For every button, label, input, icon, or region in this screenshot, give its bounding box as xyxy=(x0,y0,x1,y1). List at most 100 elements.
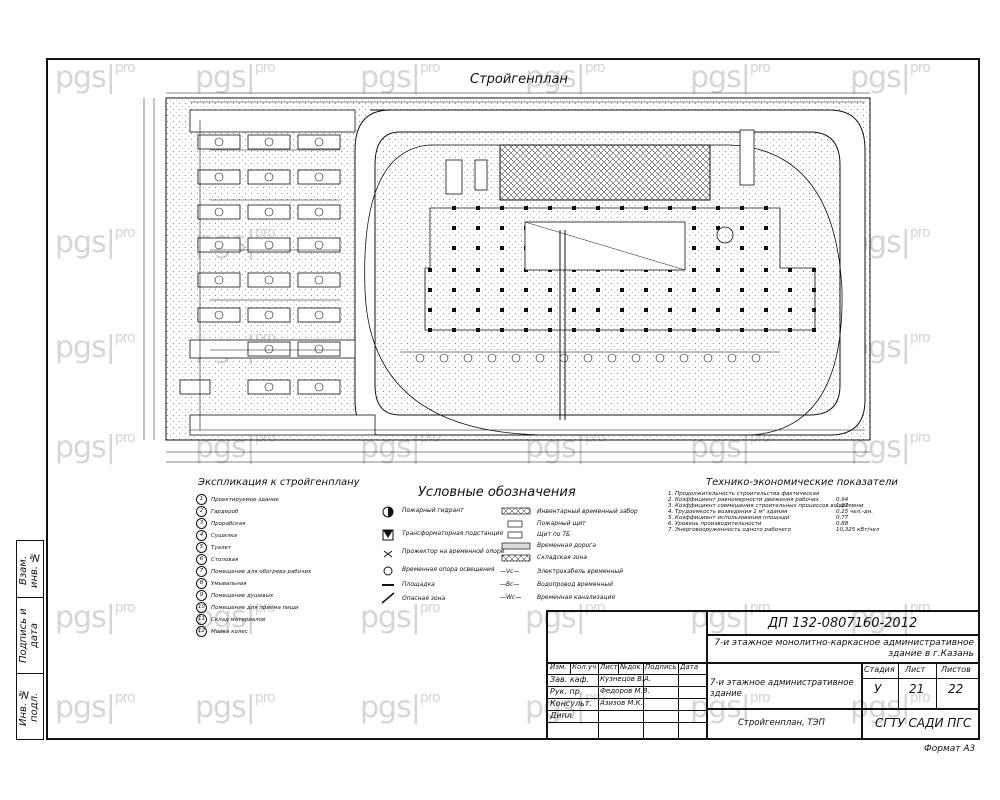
explication-text: Мойка колес xyxy=(211,629,248,635)
watermark: pgs|pro xyxy=(55,600,136,635)
legend-item: Инвентарный временный забор xyxy=(537,508,638,515)
watermark-main: pgs xyxy=(525,690,577,725)
tower-crane xyxy=(524,221,686,420)
watermark: pgs|pro xyxy=(690,600,771,635)
watermark-sep: | xyxy=(105,430,116,465)
explication-number: 3 xyxy=(196,518,207,529)
watermark-sep: | xyxy=(105,330,116,365)
explication-number: 4 xyxy=(196,530,207,541)
watermark-sub: pro xyxy=(584,600,606,616)
explication-number: 2 xyxy=(196,506,207,517)
watermark-sep: | xyxy=(410,690,421,725)
drawing-name: Стройгенплан, ТЭП xyxy=(738,718,825,728)
watermark-main: pgs xyxy=(850,60,902,95)
watermark-main: pgs xyxy=(850,690,902,725)
watermark: pgs|pro xyxy=(55,225,136,260)
stage-label: Стадия xyxy=(864,665,895,674)
col-list: Лист xyxy=(600,663,618,671)
legend-item: Пожарный гидрант xyxy=(402,507,464,514)
watermark: pgs|pro xyxy=(525,600,606,635)
watermark: pgs|pro xyxy=(360,60,441,95)
temporary-buildings xyxy=(179,134,341,395)
tep-item: 1. Продолжительность строительства факти… xyxy=(668,491,820,497)
watermark-main: pgs xyxy=(690,690,742,725)
role-0: Зав. каф. xyxy=(550,675,589,684)
role-1: Рук. пр. xyxy=(550,687,583,696)
explication-text: Помещение для обогрева рабочих xyxy=(211,569,312,575)
temporary-road xyxy=(189,109,866,436)
watermark: pgs|pro xyxy=(360,600,441,635)
watermark-main: pgs xyxy=(55,225,107,260)
watermark-sep: | xyxy=(410,600,421,635)
legend-item: Пожарный щит xyxy=(537,520,586,527)
watermark: pgs|pro xyxy=(55,690,136,725)
watermark-sep: | xyxy=(575,600,586,635)
watermark-sep: | xyxy=(740,690,751,725)
watermark-sep: | xyxy=(105,690,116,725)
watermark-sep: | xyxy=(900,690,911,725)
organization: СГТУ САДИ ПГС xyxy=(875,716,972,730)
legend-item: Площадка xyxy=(402,581,435,588)
explication-text: Склад материалов xyxy=(211,617,266,623)
watermark-sub: pro xyxy=(749,690,771,706)
sheet-format: Формат А3 xyxy=(924,744,976,754)
explication-number: 11 xyxy=(196,614,207,625)
watermark: pgs|pro xyxy=(690,60,771,95)
legend-item: Щит по ТБ xyxy=(537,531,571,538)
watermark-sub: pro xyxy=(114,430,136,446)
watermark-sub: pro xyxy=(114,690,136,706)
danger-zone xyxy=(364,144,843,436)
watermark-sub: pro xyxy=(254,60,276,76)
watermark-main: pgs xyxy=(850,600,902,635)
watermark-sub: pro xyxy=(419,600,441,616)
tep-item: 4. Трудоемкость возведения 1 м³ здания xyxy=(668,509,788,515)
watermark-sep: | xyxy=(900,600,911,635)
legend-item: Трансформаторная подстанция xyxy=(402,530,504,537)
utility-lines xyxy=(190,101,865,431)
watermark-sub: pro xyxy=(114,225,136,241)
explication-number: 7 xyxy=(196,566,207,577)
watermark-sub: pro xyxy=(909,330,931,346)
watermark-sep: | xyxy=(575,60,586,95)
watermark-main: pgs xyxy=(55,60,107,95)
doc-code: ДП 132-0807160-2012 xyxy=(768,616,918,631)
watermark: pgs|pro xyxy=(690,690,771,725)
tep-item: 2. Коэффициент равномерности движения ра… xyxy=(668,497,819,503)
watermark-sep: | xyxy=(245,600,256,635)
explication-text: Умывальная xyxy=(211,581,247,587)
watermark: pgs|pro xyxy=(195,60,276,95)
watermark-sep: | xyxy=(740,600,751,635)
explication-text: Прорабская xyxy=(211,521,246,527)
legend-item: Прожектор на временной опоре xyxy=(402,548,505,555)
sheets-value: 22 xyxy=(948,682,964,696)
sheet-label: Лист xyxy=(905,665,926,674)
person-1: Федоров М.В. xyxy=(600,687,650,695)
watermark-sep: | xyxy=(245,690,256,725)
person-0: Кузнецов В.А. xyxy=(600,675,652,683)
watermark-sub: pro xyxy=(909,430,931,446)
project-name: 7-и этажное монолитно-каркасное админист… xyxy=(714,638,974,659)
watermark-sub: pro xyxy=(254,690,276,706)
watermark-main: pgs xyxy=(690,600,742,635)
watermark-sub: pro xyxy=(419,690,441,706)
watermark-sub: pro xyxy=(749,60,771,76)
watermark-sep: | xyxy=(245,430,256,465)
tep-title: Технико-экономические показатели xyxy=(706,477,898,488)
inv-podl-label: Инв. № подл. xyxy=(18,688,40,726)
site-plan xyxy=(143,92,871,463)
watermark-sep: | xyxy=(105,225,116,260)
explication-title: Экспликация к стройгенплану xyxy=(198,477,360,488)
watermark: pgs|pro xyxy=(850,60,931,95)
tep-value: 0,25 чел.-дн. xyxy=(836,509,874,515)
side-stamp: Взам. инв. № Подпись и дата Инв. № подл. xyxy=(16,540,44,740)
drawing-title: Стройгенплан xyxy=(470,72,568,87)
watermark-sub: pro xyxy=(909,600,931,616)
watermark-sep: | xyxy=(575,430,586,465)
watermark-sub: pro xyxy=(114,600,136,616)
watermark-sep: | xyxy=(575,690,586,725)
explication-number: 9 xyxy=(196,590,207,601)
